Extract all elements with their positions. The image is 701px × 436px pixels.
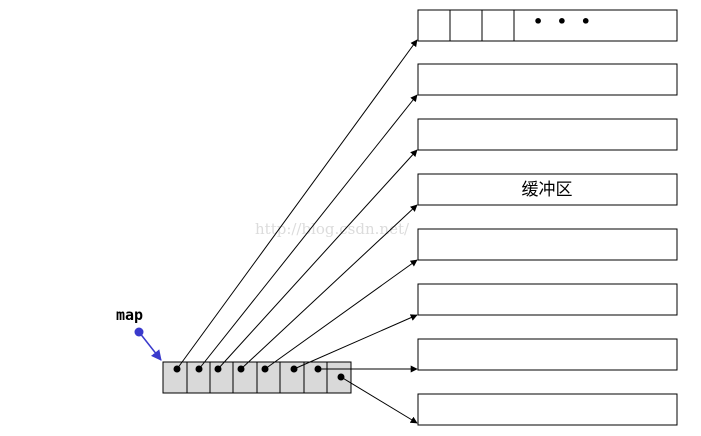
buffer-box-1 <box>417 9 678 42</box>
pointer-dot-7 <box>314 365 322 373</box>
buffer-box-3 <box>417 118 678 151</box>
pointer-dots <box>173 365 345 381</box>
pointer-arrow-2 <box>198 94 418 370</box>
buffer-label: 缓冲区 <box>522 180 573 200</box>
map-array <box>162 361 352 394</box>
watermark-text: http://blog.csdn.net/ <box>255 220 410 238</box>
pointer-arrows <box>176 39 418 424</box>
pointer-arrow-4 <box>240 204 418 370</box>
pointer-arrow-5 <box>264 259 418 370</box>
pointer-arrow-1 <box>176 39 418 370</box>
map-pointer-dot <box>134 327 144 337</box>
pointer-dot-3 <box>214 365 222 373</box>
pointer-dot-8 <box>337 373 345 381</box>
buffer-box-5 <box>417 228 678 261</box>
buffer-box-7 <box>417 338 678 371</box>
buffer-box-6 <box>417 283 678 316</box>
buffer-box-8 <box>417 393 678 426</box>
pointer-arrow-8 <box>340 376 418 424</box>
pointer-dot-1 <box>173 365 181 373</box>
pointer-arrow-3 <box>217 149 418 370</box>
buffer-box-2 <box>417 63 678 96</box>
map-slot-3 <box>209 361 234 394</box>
map-slot-4 <box>232 361 258 394</box>
buffer-box-4 <box>417 173 678 206</box>
pointer-dot-2 <box>195 365 203 373</box>
pointer-arrow-6 <box>293 314 418 370</box>
buffer-1-ellipsis: • • • <box>533 12 595 31</box>
pointer-dot-6 <box>290 365 298 373</box>
map-label: map <box>116 306 143 324</box>
pointer-dot-5 <box>261 365 269 373</box>
map-pointer-arrow <box>138 331 162 361</box>
buffer-column: • • • 缓冲区 <box>417 9 678 426</box>
pointer-dot-4 <box>237 365 245 373</box>
